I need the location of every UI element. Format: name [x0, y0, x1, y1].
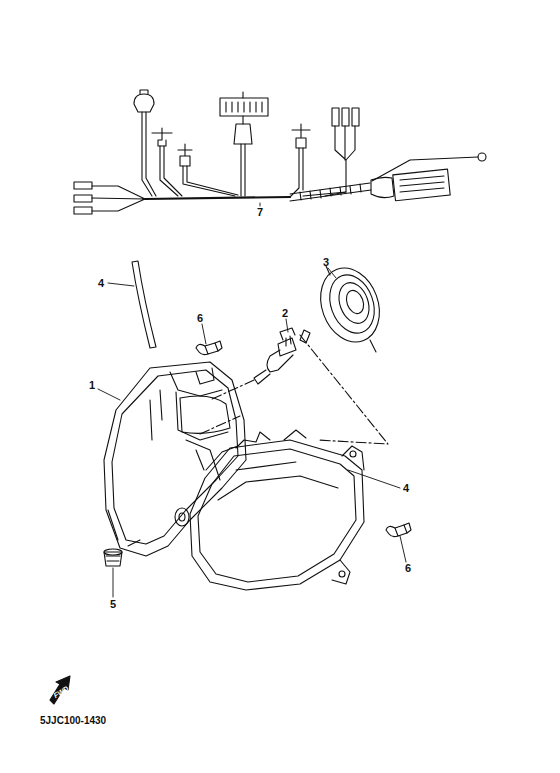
headlight-lens — [190, 430, 364, 590]
callout-number: 4 — [403, 483, 409, 494]
callout-number: 3 — [323, 257, 329, 268]
headlight-housing — [104, 362, 246, 556]
screw — [196, 341, 222, 355]
direction-mark: FWD — [52, 685, 69, 699]
forward-arrow — [50, 676, 70, 704]
seal-strip — [132, 261, 156, 348]
callout-number: 6 — [405, 563, 411, 574]
callout-number: 5 — [110, 599, 116, 610]
callout-number: 4 — [98, 278, 104, 289]
grommet — [104, 549, 122, 566]
figure-code: 5JJC100-1430 — [40, 716, 106, 726]
wire-harness — [74, 90, 486, 214]
screw — [386, 523, 411, 537]
leader-line — [98, 203, 406, 597]
callout-number: 2 — [282, 308, 288, 319]
callout-number: 1 — [89, 380, 95, 391]
callout-number: 7 — [257, 207, 263, 218]
bulb-cover — [311, 260, 390, 352]
callout-number: 6 — [197, 313, 203, 324]
